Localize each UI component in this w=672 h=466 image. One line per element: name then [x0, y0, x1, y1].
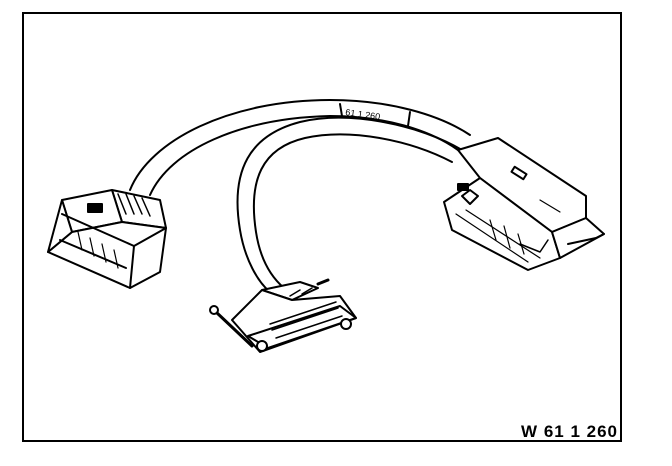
reference-code: W 61 1 260 — [521, 422, 618, 441]
dsub-connector — [209, 278, 357, 353]
cable-marking: 61 1 260 — [345, 107, 381, 122]
lower-cable — [236, 116, 463, 293]
left-connector — [47, 189, 167, 289]
right-connector — [443, 137, 605, 271]
